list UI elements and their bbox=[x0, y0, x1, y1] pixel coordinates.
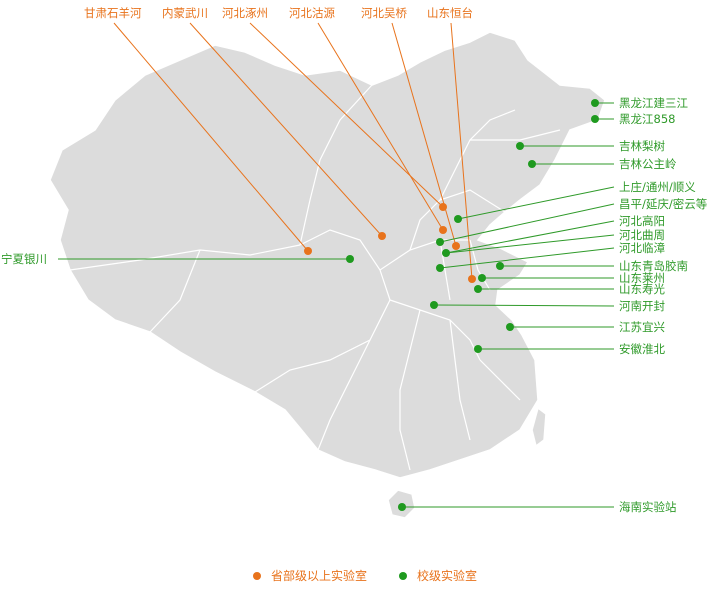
marker-hebei-guyuan bbox=[439, 226, 447, 234]
marker-neimeng-wuchuan bbox=[378, 232, 386, 240]
label-henan-kaifeng: 河南开封 bbox=[619, 299, 665, 313]
label-heilongjiang-858: 黑龙江858 bbox=[619, 112, 675, 126]
marker-ningxia-yinchuan bbox=[346, 255, 354, 263]
label-jilin-lishu: 吉林梨树 bbox=[619, 139, 665, 153]
label-gansu-shiyanghe: 甘肃石羊河 bbox=[84, 6, 142, 20]
label-neimeng-wuchuan: 内蒙武川 bbox=[162, 6, 208, 20]
marker-heilongjiang-858 bbox=[591, 115, 599, 123]
marker-gansu-shiyanghe bbox=[304, 247, 312, 255]
label-jilin-gongzhuling: 吉林公主岭 bbox=[619, 157, 677, 171]
marker-shandong-shouguang bbox=[474, 285, 482, 293]
label-beijing-changping: 昌平/延庆/密云等 bbox=[619, 197, 707, 211]
marker-hebei-wuqiao bbox=[452, 242, 460, 250]
marker-henan-kaifeng bbox=[430, 301, 438, 309]
label-hebei-guyuan: 河北沽源 bbox=[289, 6, 335, 20]
label-ningxia-yinchuan: 宁夏银川 bbox=[1, 252, 47, 266]
marker-shandong-qingdao bbox=[496, 262, 504, 270]
provincial-markers bbox=[304, 203, 476, 283]
marker-jilin-gongzhuling bbox=[528, 160, 536, 168]
label-shandong-hengtai: 山东恒台 bbox=[427, 6, 473, 20]
marker-anhui-huaibei bbox=[474, 345, 482, 353]
taiwan-island bbox=[531, 406, 547, 448]
label-shandong-shouguang: 山东寿光 bbox=[619, 282, 665, 296]
label-shandong-laizhou: 山东莱州 bbox=[619, 271, 665, 285]
china-landmass bbox=[49, 31, 606, 479]
marker-jiangsu-yixing bbox=[506, 323, 514, 331]
legend-provincial-marker bbox=[253, 572, 261, 580]
provincial-labels: 甘肃石羊河 内蒙武川 河北涿州 河北沽源 河北吴桥 山东恒台 bbox=[84, 6, 473, 20]
label-beijing-shangzhuang: 上庄/通州/顺义 bbox=[619, 180, 696, 194]
label-hebei-wuqiao: 河北吴桥 bbox=[361, 6, 407, 20]
school-labels: 宁夏银川 黑龙江建三江 黑龙江858 吉林梨树 吉林公主岭 上庄/通州/顺义 昌… bbox=[1, 96, 707, 514]
label-anhui-huaibei: 安徽淮北 bbox=[619, 342, 665, 356]
province-borders bbox=[69, 84, 561, 471]
marker-shandong-laizhou bbox=[478, 274, 486, 282]
legend-school-label: 校级实验室 bbox=[417, 568, 477, 583]
marker-hebei-gaoyang bbox=[442, 249, 450, 257]
marker-jilin-lishu bbox=[516, 142, 524, 150]
marker-hebei-zhuozhou bbox=[439, 203, 447, 211]
marker-shandong-hengtai bbox=[468, 275, 476, 283]
legend-school-marker bbox=[399, 572, 407, 580]
label-hebei-quzhou: 河北曲周 bbox=[619, 228, 665, 242]
marker-hebei-linzhang bbox=[436, 264, 444, 272]
label-hainan-station: 海南实验站 bbox=[619, 500, 677, 514]
school-lines bbox=[58, 102, 615, 508]
marker-beijing-changping bbox=[436, 238, 444, 246]
marker-beijing-shangzhuang bbox=[454, 215, 462, 223]
label-jiangsu-yixing: 江苏宜兴 bbox=[619, 320, 665, 334]
provincial-lines bbox=[113, 22, 473, 280]
label-hebei-zhuozhou: 河北涿州 bbox=[222, 6, 268, 20]
school-markers bbox=[346, 99, 599, 511]
label-heilongjiang-jiansanjiang: 黑龙江建三江 bbox=[619, 96, 688, 110]
marker-heilongjiang-jiansanjiang bbox=[591, 99, 599, 107]
legend-provincial-label: 省部级以上实验室 bbox=[271, 568, 367, 583]
marker-hainan-station bbox=[398, 503, 406, 511]
label-hebei-gaoyang: 河北高阳 bbox=[619, 214, 665, 228]
label-hebei-linzhang: 河北临漳 bbox=[619, 241, 665, 255]
label-shandong-qingdao: 山东青岛胶南 bbox=[619, 259, 688, 273]
legend: 省部级以上实验室 校级实验室 bbox=[253, 568, 477, 583]
